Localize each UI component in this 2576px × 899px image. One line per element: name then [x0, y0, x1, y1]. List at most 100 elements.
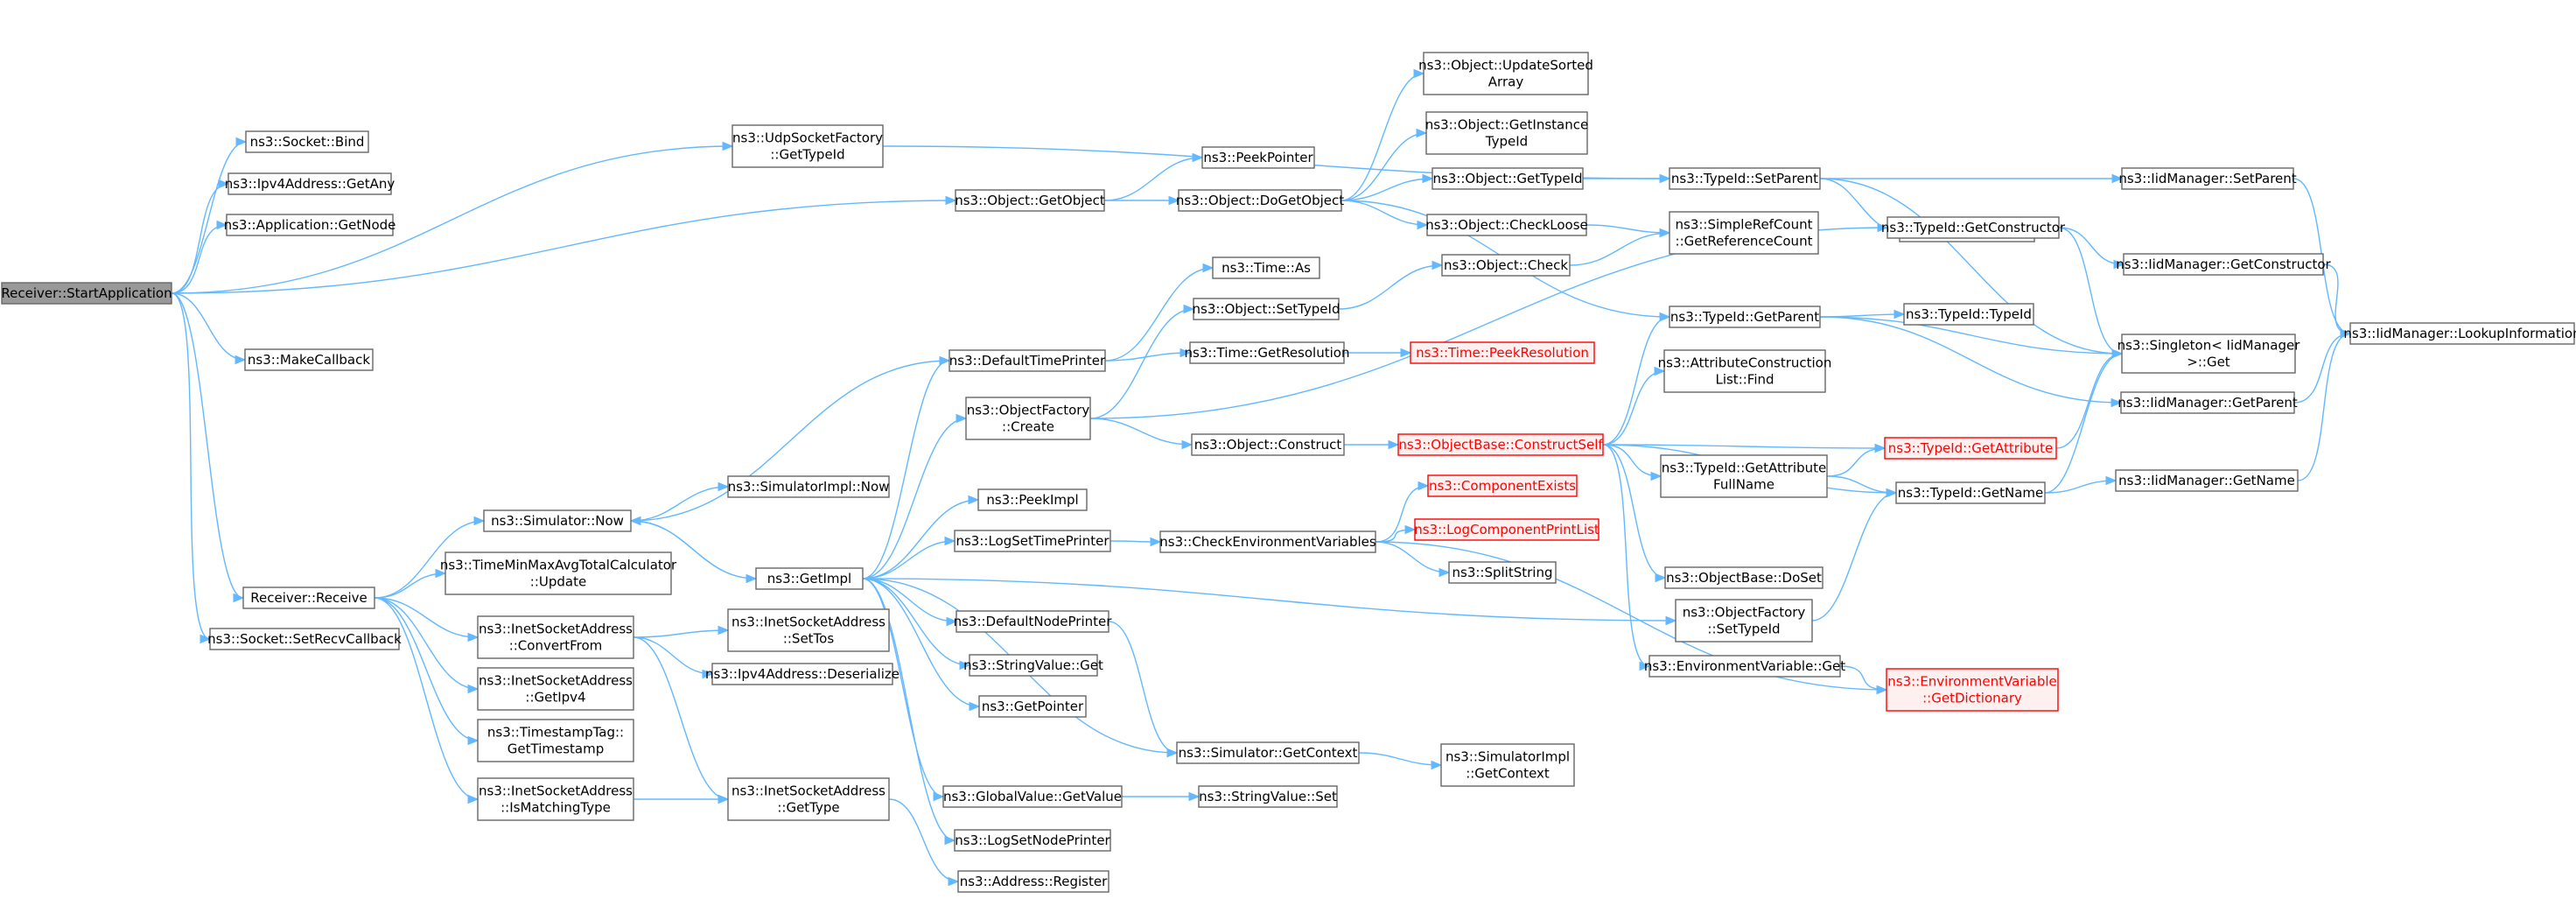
node-socketSetRecv[interactable]: ns3::Socket::SetRecvCallback — [207, 628, 402, 650]
node-appGetNode[interactable]: ns3::Application::GetNode — [224, 214, 396, 236]
edge-setParent-to-singleton — [1819, 178, 2123, 355]
node-componentExists[interactable]: ns3::ComponentExists — [1427, 474, 1578, 497]
node-tidGetName[interactable]: ns3::TypeId::GetName — [1895, 481, 2046, 504]
node-logCompPrint[interactable]: ns3::LogComponentPrintList — [1414, 518, 1600, 541]
node-addressRegister[interactable]: ns3::Address::Register — [957, 870, 1110, 893]
node-logSetNodePrinter[interactable]: ns3::LogSetNodePrinter — [954, 829, 1111, 852]
node-peekImpl[interactable]: ns3::PeekImpl — [977, 488, 1088, 511]
node-socketBind[interactable]: ns3::Socket::Bind — [245, 130, 369, 153]
node-timeAs[interactable]: ns3::Time::As — [1212, 256, 1320, 279]
edge-defaultNodePrinter-to-simGetContext — [1108, 621, 1178, 754]
arrowhead-getImpl-to-objFactoryCreate — [956, 413, 968, 424]
edge-ofSetTypeId-to-tidGetName — [1811, 492, 1897, 622]
node-objGetTypeId[interactable]: ns3::Object::GetTypeId — [1432, 167, 1584, 190]
node-doSet[interactable]: ns3::ObjectBase::DoSet — [1664, 566, 1824, 589]
node-objConstruct[interactable]: ns3::Object::Construct — [1191, 433, 1345, 456]
node-setTos[interactable]: ns3::InetSocketAddress::SetTos — [727, 608, 890, 652]
edge-doGetObject-to-getInstanceTid — [1340, 132, 1427, 201]
node-label-updateSorted: ns3::Object::UpdateSorted — [1418, 58, 1593, 74]
node-setParent[interactable]: ns3::TypeId::SetParent — [1669, 167, 1821, 190]
node-simGetContext[interactable]: ns3::Simulator::GetContext — [1176, 741, 1360, 764]
node-ofSetTypeId[interactable]: ns3::ObjectFactory::SetTypeId — [1675, 599, 1813, 643]
node-stringValueSet[interactable]: ns3::StringValue::Set — [1198, 785, 1338, 808]
node-getImpl[interactable]: ns3::GetImpl — [755, 567, 864, 590]
node-splitString[interactable]: ns3::SplitString — [1448, 561, 1557, 584]
node-label-doSet: ns3::ObjectBase::DoSet — [1666, 570, 1822, 586]
node-iidGetParent[interactable]: ns3::IidManager::GetParent — [2118, 391, 2298, 414]
edge-convertFrom-to-inetGetType — [633, 636, 729, 800]
node-defaultTimePrinter[interactable]: ns3::DefaultTimePrinter — [948, 349, 1106, 372]
node-label-setTos: ::SetTos — [783, 631, 835, 647]
node-lookup[interactable]: ns3::IidManager::LookupInformation — [2343, 322, 2576, 345]
node-convertFrom[interactable]: ns3::InetSocketAddress::ConvertFrom — [477, 615, 634, 659]
node-iidSetParent[interactable]: ns3::IidManager::SetParent — [2118, 167, 2297, 190]
node-root[interactable]: Receiver::StartApplication — [1, 282, 172, 305]
edge-getImpl-to-getPointer — [862, 578, 980, 707]
node-singleton[interactable]: ns3::Singleton< IidManager >::Get — [2118, 334, 2301, 374]
node-simpleRef[interactable]: ns3::SimpleRefCount::GetReferenceCount — [1669, 211, 1819, 255]
node-ipv4Deser[interactable]: ns3::Ipv4Address::Deserialize — [705, 663, 900, 685]
arrowhead-recvReceive-to-getIpv4 — [467, 684, 480, 694]
node-peekPointer[interactable]: ns3::PeekPointer — [1201, 146, 1315, 169]
node-objFactoryCreate[interactable]: ns3::ObjectFactory::Create — [965, 397, 1091, 440]
node-typeIdCtor[interactable]: ns3::TypeId::TypeId — [1903, 303, 2034, 326]
node-checkLoose[interactable]: ns3::Object::CheckLoose — [1425, 214, 1588, 236]
node-label-logSetTimePrinter: ns3::LogSetTimePrinter — [956, 533, 1110, 549]
node-getConstructor[interactable]: ns3::TypeId::GetConstructor — [1881, 216, 2066, 239]
node-inetGetType[interactable]: ns3::InetSocketAddress::GetType — [727, 777, 890, 821]
node-box-simImplGetContext — [1440, 743, 1575, 787]
node-makeCallback[interactable]: ns3::MakeCallback — [244, 348, 374, 371]
node-timeMinMax[interactable]: ns3::TimeMinMaxAvgTotalCalculator::Updat… — [440, 551, 677, 595]
edge-getConstructor-to-iidGetConstructor — [2058, 227, 2124, 265]
node-envGet[interactable]: ns3::EnvironmentVariable::Get — [1644, 655, 1845, 678]
node-simNow[interactable]: ns3::Simulator::Now — [483, 509, 632, 532]
node-simImplGetContext[interactable]: ns3::SimulatorImpl::GetContext — [1440, 743, 1575, 787]
node-getResolution[interactable]: ns3::Time::GetResolution — [1185, 341, 1350, 364]
node-getIpv4[interactable]: ns3::InetSocketAddress::GetIpv4 — [477, 667, 634, 711]
edge-inetGetType-to-addressRegister — [888, 798, 959, 882]
node-envDict[interactable]: ns3::EnvironmentVariable::GetDictionary — [1886, 668, 2059, 712]
node-box-objFactoryCreate — [965, 397, 1091, 440]
node-getParent[interactable]: ns3::TypeId::GetParent — [1669, 306, 1821, 328]
node-objCheck[interactable]: ns3::Object::Check — [1441, 254, 1571, 277]
node-peekResolution[interactable]: ns3::Time::PeekResolution — [1410, 341, 1595, 364]
node-box-getInstanceTid — [1425, 111, 1588, 155]
node-getPointer[interactable]: ns3::GetPointer — [978, 695, 1087, 718]
node-getObject[interactable]: ns3::Object::GetObject — [955, 189, 1105, 212]
node-defaultNodePrinter[interactable]: ns3::DefaultNodePrinter — [954, 610, 1113, 633]
node-constructSelf[interactable]: ns3::ObjectBase::ConstructSelf — [1397, 433, 1604, 456]
node-timestampTag[interactable]: ns3::TimestampTag::GetTimestamp — [477, 719, 634, 762]
arrowhead-convertFrom-to-setTos — [718, 625, 730, 636]
node-recvReceive[interactable]: Receiver::Receive — [242, 586, 375, 609]
node-box-gvGetValue — [942, 785, 1123, 808]
node-setTypeId[interactable]: ns3::Object::SetTypeId — [1193, 298, 1340, 320]
node-udpFactory[interactable]: ns3::UdpSocketFactory::GetTypeId — [732, 124, 884, 168]
node-iidGetConstructor[interactable]: ns3::IidManager::GetConstructor — [2116, 253, 2332, 276]
node-logSetTimePrinter[interactable]: ns3::LogSetTimePrinter — [954, 530, 1111, 552]
node-stringValueGet[interactable]: ns3::StringValue::Get — [963, 654, 1103, 677]
node-label-socketBind: ns3::Socket::Bind — [250, 134, 365, 150]
node-label-setTypeId: ns3::Object::SetTypeId — [1193, 301, 1340, 317]
node-iidGetName[interactable]: ns3::IidManager::GetName — [2115, 469, 2299, 492]
node-label-gvGetValue: ns3::GlobalValue::GetValue — [943, 789, 1122, 804]
edge-objCheck-to-simpleRef — [1569, 232, 1670, 266]
node-gvGetValue[interactable]: ns3::GlobalValue::GetValue — [942, 785, 1123, 808]
arrowhead-defaultTimePrinter-to-timeAs — [1202, 263, 1214, 273]
edge-tidGetName-to-iidGetName — [2044, 480, 2117, 494]
arrowhead-getImpl-to-logSetTimePrinter — [944, 536, 956, 546]
node-simImplNow[interactable]: ns3::SimulatorImpl::Now — [727, 475, 890, 498]
node-getAttribute[interactable]: ns3::TypeId::GetAttribute — [1884, 437, 2057, 460]
node-ipv4GetAny[interactable]: ns3::Ipv4Address::GetAny — [225, 172, 396, 195]
node-isMatchingType[interactable]: ns3::InetSocketAddress::IsMatchingType — [477, 777, 634, 821]
node-checkEnv[interactable]: ns3::CheckEnvironmentVariables — [1159, 530, 1376, 553]
node-box-recvReceive — [242, 586, 375, 609]
edge-checkEnv-to-envDict — [1375, 541, 1887, 691]
node-label-simGetContext: ns3::Simulator::GetContext — [1179, 745, 1358, 761]
node-doGetObject[interactable]: ns3::Object::DoGetObject — [1176, 189, 1344, 212]
node-box-defaultNodePrinter — [956, 610, 1110, 633]
node-label-socketSetRecv: ns3::Socket::SetRecvCallback — [207, 631, 402, 647]
